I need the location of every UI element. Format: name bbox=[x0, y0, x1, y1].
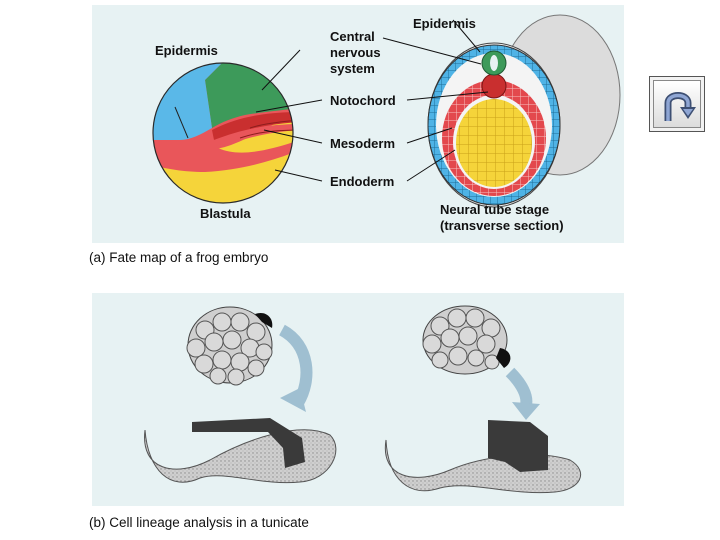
label-blastula: Blastula bbox=[200, 206, 251, 221]
u-turn-arrow-icon bbox=[664, 92, 696, 121]
caption-panel-a: (a) Fate map of a frog embryo bbox=[89, 250, 269, 265]
label-cns-line3: system bbox=[330, 61, 375, 76]
tunicate-blastula-right bbox=[422, 305, 511, 375]
neural-tube-section bbox=[427, 14, 621, 208]
arrow-left-head bbox=[280, 388, 306, 412]
tunicate-larva-left bbox=[144, 418, 337, 484]
back-button-face[interactable] bbox=[653, 80, 701, 128]
arrow-right-head bbox=[512, 402, 540, 420]
label-epidermis-left: Epidermis bbox=[155, 43, 218, 58]
label-cns-line1: Central bbox=[330, 29, 375, 44]
arrow-right bbox=[505, 367, 533, 407]
blastula-sphere bbox=[152, 62, 294, 204]
leader-lines bbox=[255, 19, 489, 182]
label-cns-line2: nervous bbox=[330, 45, 381, 60]
tunicate-larva-right bbox=[384, 420, 582, 494]
label-epidermis-right: Epidermis bbox=[413, 16, 476, 31]
label-mesoderm: Mesoderm bbox=[330, 136, 395, 151]
label-endoderm: Endoderm bbox=[330, 174, 394, 189]
caption-panel-b: (b) Cell lineage analysis in a tunicate bbox=[89, 515, 309, 530]
label-neural-tube-line2: (transverse section) bbox=[440, 218, 564, 233]
back-button[interactable] bbox=[649, 76, 705, 132]
tunicate-blastula-left bbox=[186, 306, 273, 386]
label-notochord: Notochord bbox=[330, 93, 396, 108]
label-neural-tube-line1: Neural tube stage bbox=[440, 202, 549, 217]
